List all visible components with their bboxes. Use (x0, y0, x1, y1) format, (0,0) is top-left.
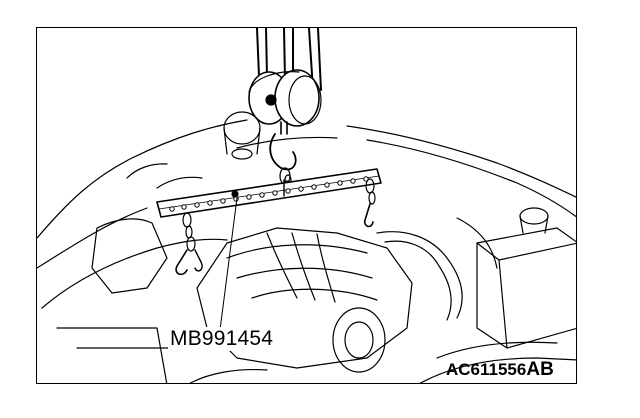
lifting-bar-icon (156, 168, 382, 331)
tool-number-label: MB991454 (168, 327, 276, 351)
figure-code-main: AC611556 (446, 360, 527, 379)
chain-hoist-icon (248, 28, 322, 196)
figure-code-suffix: AB (526, 359, 554, 380)
engine-illustration (37, 28, 576, 383)
figure-code: AC611556AB (446, 360, 554, 380)
illustration-frame (36, 27, 577, 384)
engine-bay-icon (37, 111, 576, 383)
